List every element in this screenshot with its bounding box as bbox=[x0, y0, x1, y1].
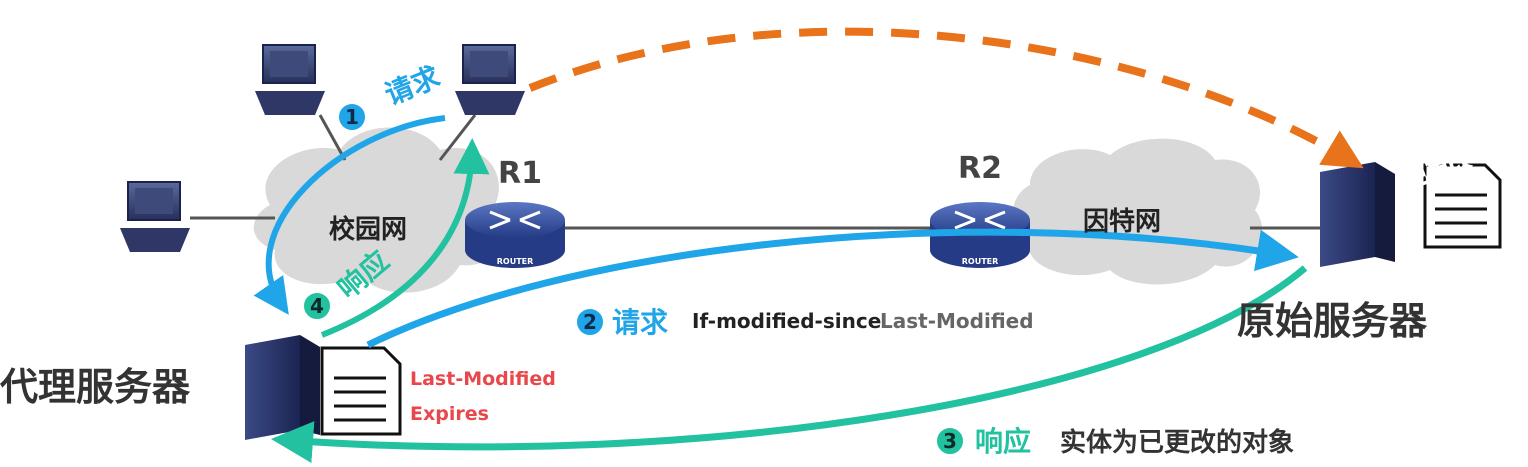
router-badge: ROUTER bbox=[497, 257, 534, 266]
svg-text:4: 4 bbox=[310, 294, 324, 318]
step-2-header-name: If-modified-since bbox=[692, 309, 881, 333]
step-3-detail: 实体为已更改的对象 bbox=[1060, 427, 1294, 458]
campus-cloud bbox=[253, 127, 507, 293]
link-lines bbox=[190, 114, 1320, 230]
proxy-server-label: 代理服务器 bbox=[0, 365, 191, 409]
origin-server-icon bbox=[1320, 162, 1395, 267]
pc-icon bbox=[255, 44, 325, 115]
step-3-label: 响应 bbox=[975, 425, 1031, 458]
origin-server-label: 原始服务器 bbox=[1237, 299, 1428, 343]
proxy-doc-last-modified: Last-Modified bbox=[410, 368, 556, 390]
pc-icon bbox=[120, 181, 190, 252]
router-r1-icon: ROUTER bbox=[465, 202, 565, 268]
step-1-badge: 1 bbox=[337, 102, 367, 132]
step-2-header-value: Last-Modified bbox=[880, 309, 1034, 333]
step3-response-arrow bbox=[271, 265, 1308, 463]
router-r2-label: R2 bbox=[958, 151, 1002, 186]
internet-label: 因特网 bbox=[1083, 206, 1161, 237]
router-r1-label: R1 bbox=[498, 156, 542, 191]
svg-text:3: 3 bbox=[943, 429, 957, 453]
proxy-document-icon bbox=[320, 346, 402, 436]
proxy-doc-expires: Expires bbox=[410, 403, 489, 425]
campus-network-label: 校园网 bbox=[329, 214, 407, 245]
svg-text:2: 2 bbox=[583, 310, 597, 334]
svg-text:1: 1 bbox=[345, 105, 359, 129]
step4-response-arrow bbox=[320, 138, 490, 338]
origin-document-icon bbox=[1423, 163, 1502, 249]
step-4-badge: 4 bbox=[302, 291, 332, 321]
internet-cloud bbox=[1013, 138, 1263, 285]
direct-request-arrow bbox=[528, 27, 1364, 169]
step-2-badge: 2 bbox=[575, 307, 605, 337]
step-3-badge: 3 bbox=[935, 426, 965, 456]
step-2-label: 请求 bbox=[612, 306, 668, 339]
pc-icon bbox=[455, 44, 525, 115]
step2-request-arrow bbox=[366, 228, 1299, 349]
step-1-label: 请求 bbox=[380, 60, 444, 112]
step1-request-arrow bbox=[253, 115, 446, 315]
proxy-server-icon bbox=[245, 335, 320, 440]
router-badge: ROUTER bbox=[962, 257, 999, 266]
